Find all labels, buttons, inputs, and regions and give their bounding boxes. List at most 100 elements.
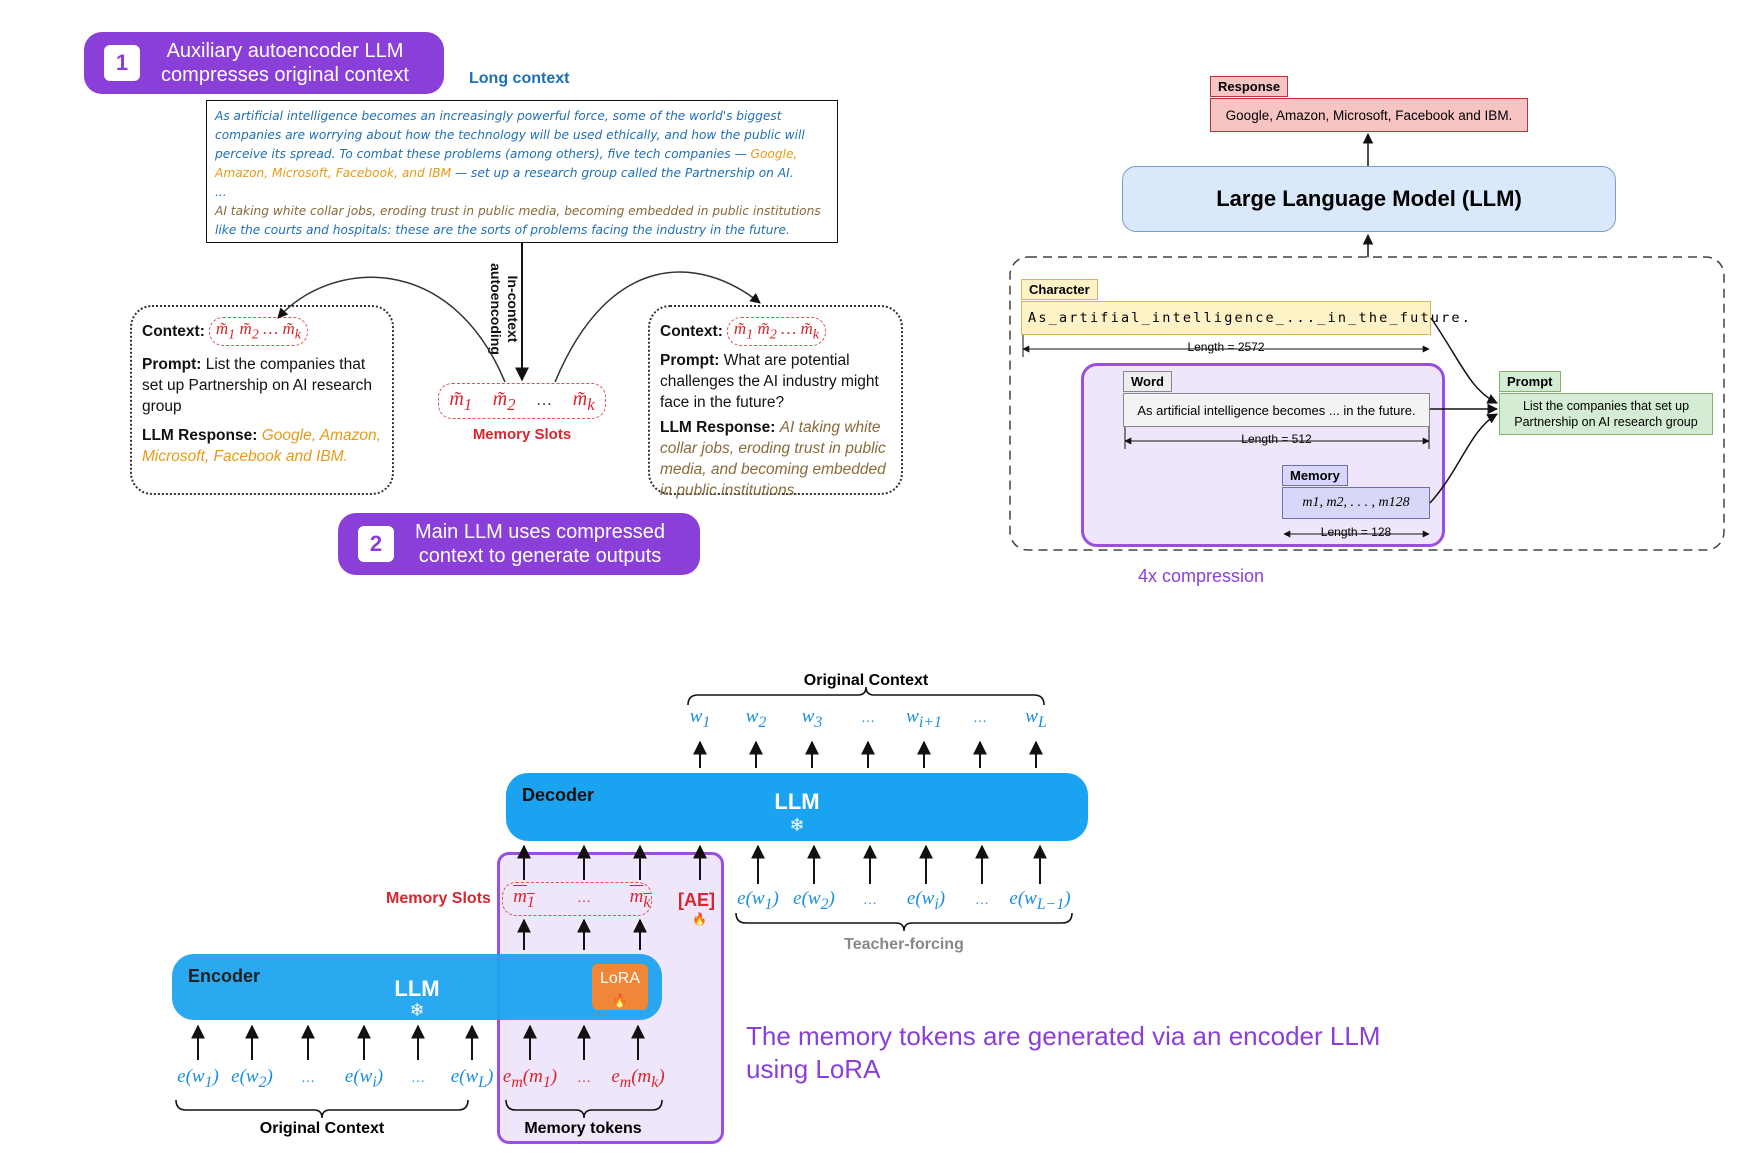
- snowflake-icon: ❄: [789, 815, 805, 835]
- tok-dec-token: …: [975, 893, 989, 908]
- right-prompt-label: Prompt:: [660, 352, 720, 370]
- right-response-label: LLM Response:: [660, 419, 776, 437]
- word-box: As artificial intelligence becomes ... i…: [1123, 393, 1430, 427]
- original-context-bottom-brace: [175, 1099, 469, 1119]
- memory-slots-label: Memory Slots: [472, 426, 572, 443]
- decoder-memory-slot-group: [502, 882, 652, 916]
- right-response-text: AI taking white collar jobs, eroding tru…: [660, 419, 886, 500]
- right-context-memory-slots: m̃1 m̃2 … m̃k: [726, 317, 827, 347]
- step-1-text: Auxiliary autoencoder LLM compresses ori…: [161, 40, 409, 86]
- teacher-forcing-brace: [735, 912, 1073, 932]
- memory-slot-k: m̃k: [572, 387, 595, 414]
- memory-tokens-brace: [505, 1099, 663, 1119]
- step-2-text: Main LLM uses compressed context to gene…: [414, 521, 666, 567]
- llm-box: Large Language Model (LLM): [1122, 166, 1616, 232]
- step-1-number: 1: [104, 45, 140, 81]
- flame-icon: 🔥: [692, 912, 707, 926]
- memory-slot-ellipsis: …: [536, 392, 553, 409]
- memory-box: m1, m2, . . . , m128: [1282, 487, 1430, 519]
- left-context-label: Context:: [142, 323, 205, 341]
- tok-enc-token: …: [301, 1071, 315, 1086]
- tok-dec-token: e(w1): [737, 888, 779, 913]
- step-1-pill: 1 Auxiliary autoencoder LLM compresses o…: [84, 32, 444, 94]
- memory-caption: The memory tokens are generated via an e…: [746, 1021, 1381, 1084]
- left-example-box: Context: m̃1 m̃2 … m̃k Prompt: List the …: [130, 305, 394, 495]
- left-context-memory-slots: m̃1 m̃2 … m̃k: [208, 317, 309, 347]
- step-2-pill: 2 Main LLM uses compressed context to ge…: [338, 513, 700, 575]
- tok-out-token: …: [973, 711, 987, 726]
- teacher-forcing-label: Teacher-forcing: [844, 936, 964, 953]
- character-to-prompt-arrow: [1430, 317, 1498, 404]
- flame-icon: 🔥: [611, 993, 629, 1008]
- left-response-label: LLM Response:: [142, 427, 258, 445]
- tok-mem-token: em(mk): [611, 1066, 665, 1091]
- tok-mem-token: …: [577, 1071, 591, 1086]
- tok-dec-token: e(wL−1): [1009, 888, 1071, 913]
- right-example-box: Context: m̃1 m̃2 … m̃k Prompt: What are …: [648, 305, 903, 499]
- memory-slots-group: m̃1 m̃2 … m̃k: [438, 383, 606, 419]
- tok-out-token: w2: [745, 706, 767, 731]
- tok-dec-token: e(wi): [906, 888, 946, 913]
- character-box: As_artifial_intelligence_..._in_the_futu…: [1021, 301, 1470, 335]
- long-context-ellipsis: ...: [215, 185, 227, 199]
- memory-slots-label-p3: Memory Slots: [386, 890, 491, 907]
- tok-enc-token: e(w1): [177, 1066, 219, 1091]
- original-context-top-brace: [687, 686, 1045, 706]
- encoder-bar: Encoder LLM ❄ LoRA🔥: [172, 954, 662, 1020]
- long-context-label: Long context: [469, 70, 570, 87]
- compression-label: 4x compression: [1138, 566, 1265, 586]
- long-context-text-4: like the courts and hospitals: these are…: [215, 223, 790, 237]
- tok-enc-token: …: [411, 1071, 425, 1086]
- memory-to-prompt-arrow: [1429, 413, 1498, 504]
- encoder-label: Encoder: [188, 966, 261, 986]
- tok-slot-token: mk: [629, 886, 651, 911]
- prompt-tag: Prompt: [1499, 371, 1561, 392]
- encoder-llm-label: LLM: [394, 976, 440, 1001]
- response-tag: Response: [1210, 76, 1289, 97]
- lora-badge: LoRA🔥: [592, 964, 648, 1010]
- tok-enc-token: e(wi): [344, 1066, 384, 1091]
- tok-enc-token: e(w2): [231, 1066, 273, 1091]
- curve-to-left-box: [277, 276, 506, 383]
- tok-dec-token: e(w2): [793, 888, 835, 913]
- original-context-top-label: Original Context: [803, 672, 929, 689]
- long-context-text-2: — set up a research group called the Par…: [451, 166, 794, 180]
- original-context-bottom-label: Original Context: [259, 1120, 385, 1137]
- tok-enc-token: e(wL): [450, 1066, 494, 1091]
- right-prompt-text: What are potential challenges the AI ind…: [660, 352, 879, 412]
- long-context-text-1: As artificial intelligence becomes an in…: [215, 109, 805, 161]
- left-prompt-text: List the companies that set up Partnersh…: [142, 356, 373, 416]
- decoder-bar: Decoder LLM ❄: [506, 773, 1088, 841]
- long-context-box: As artificial intelligence becomes an in…: [206, 100, 838, 243]
- decoder-llm-label: LLM: [774, 789, 820, 814]
- long-context-companies: Google, Amazon, Microsoft, Facebook, and…: [215, 147, 798, 180]
- long-context-text-3: AI taking white collar jobs, eroding tru…: [215, 204, 821, 218]
- word-tag: Word: [1123, 371, 1172, 392]
- tok-out-token: wL: [1025, 706, 1047, 731]
- left-response-text: Google, Amazon, Microsoft, Facebook and …: [142, 427, 381, 466]
- memory-slot-1: m̃1: [449, 387, 473, 414]
- snowflake-icon: ❄: [409, 1000, 425, 1020]
- prompt-box: List the companies that set up Partnersh…: [1499, 393, 1713, 435]
- decoder-label: Decoder: [522, 785, 595, 805]
- memory-slot-2: m̃2: [492, 387, 516, 414]
- right-context-label: Context:: [660, 323, 723, 341]
- memory-tokens-label: Memory tokens: [524, 1120, 642, 1137]
- tok-dec-token: …: [863, 893, 877, 908]
- tok-slot-token: m1: [513, 886, 535, 911]
- tok-out-token: w3: [801, 706, 823, 731]
- memory-tag: Memory: [1282, 465, 1348, 486]
- character-tag: Character: [1021, 279, 1098, 300]
- tok-out-token: wi+1: [906, 706, 942, 731]
- tok-slot-token: …: [577, 891, 591, 906]
- tok-mem-token: em(m1): [502, 1066, 558, 1091]
- tok-out-token: …: [861, 711, 875, 726]
- curve-to-right-box: [554, 271, 761, 383]
- left-prompt-label: Prompt:: [142, 356, 202, 374]
- inputs-dashed-frame: [1009, 256, 1725, 551]
- tok-out-token: w1: [689, 706, 711, 731]
- step-2-number: 2: [358, 526, 394, 562]
- ae-token: [AE]: [678, 890, 715, 910]
